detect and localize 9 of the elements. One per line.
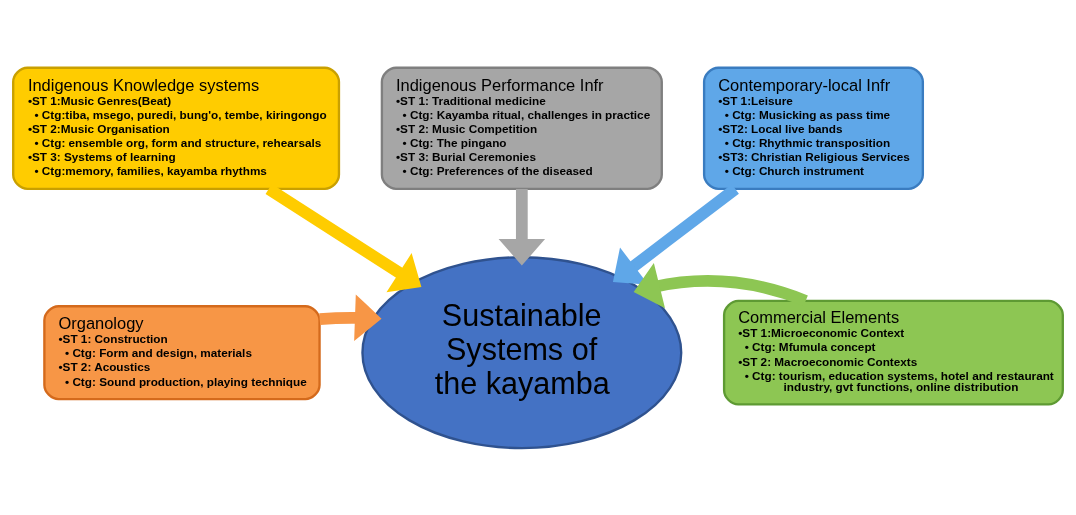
arrow bbox=[319, 294, 382, 341]
node-box: Organology •ST 1: Construction • Ctg: Form and design, materials •ST 2: Acoustics • Ctg: Sound production, playing technique bbox=[43, 304, 321, 400]
arrow bbox=[498, 188, 546, 266]
node-box: Contemporary-local Infr •ST 1:Leisure • Ctg: Musicking as pass time •ST2: Local live bands • Ctg: Rhythmic transposition •ST3: Christian Religious Services • Ctg: Church instrument bbox=[702, 66, 925, 190]
node-box: Indigenous Performance Infr •ST 1: Traditional medicine • Ctg: Kayamba ritual, challenges in practice •ST 2: Music Competition • Ctg: The pingano •ST 3: Burial Ceremonies • Ctg: Preferences of the diseased bbox=[380, 66, 663, 190]
node-ellipse: Sustainable Systems of the kayamba bbox=[361, 255, 683, 449]
arrow bbox=[633, 262, 808, 308]
node-box: Commercial Elements •ST 1:Microeconomic Context • Ctg: Mfumula concept •ST 2: Macroeconomic Contexts • Ctg: tourism, education systems, hotel and restaurant industry, gvt functions, online distribution bbox=[722, 299, 1064, 406]
node-box: Indigenous Knowledge systems •ST 1:Music Genres(Beat) • Ctg:tiba, msego, puredi, bung'o, tembe, kiringongo •ST 2:Music Organisation • Ctg: ensemble org, form and structure, rehearsals •ST 3: Systems of learning • Ctg:memory, families, kayamba rhythms bbox=[12, 66, 341, 190]
